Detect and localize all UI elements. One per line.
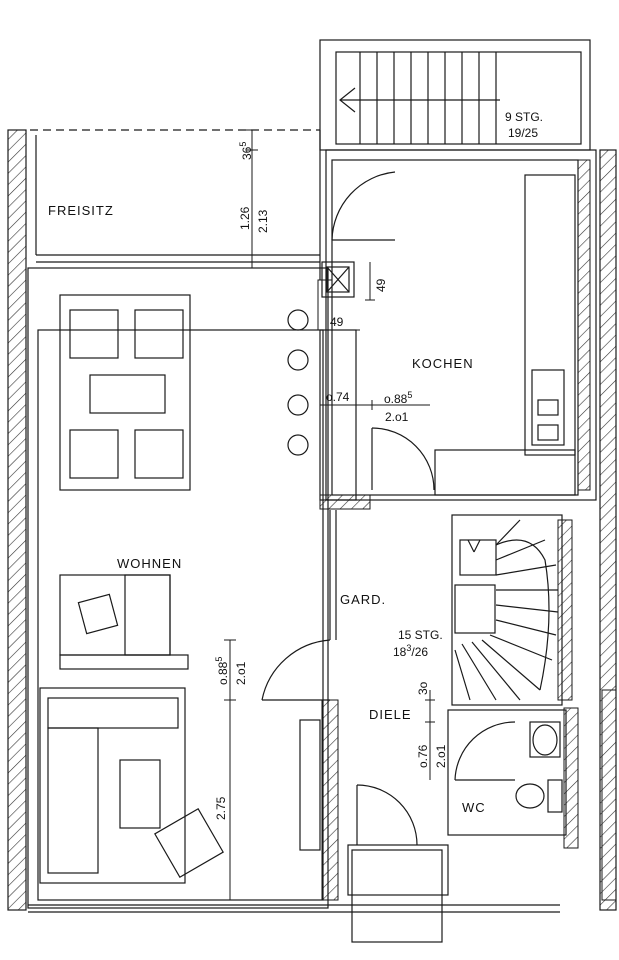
dim-088-left-value: o.88: [216, 661, 230, 685]
dim-49-vertical: 49: [374, 278, 388, 292]
dim-275: 2.75: [214, 796, 228, 820]
dim-36-sup: 5: [238, 141, 248, 147]
main-staircase: [451, 514, 563, 706]
main-stairs-ratio-b: /26: [411, 645, 429, 659]
dim-088-top: o.885: [384, 390, 412, 406]
main-stairs-count: 15 STG.: [398, 628, 443, 642]
wc-room: [447, 709, 567, 836]
dim-36: 365: [238, 142, 254, 160]
dim-088-top-value: o.88: [384, 392, 408, 406]
dim-213: 2.13: [256, 209, 270, 233]
bar-stools: [287, 309, 357, 501]
dining-table: [59, 294, 191, 491]
kitchen: [325, 149, 597, 501]
top-stairs-ratio: 19/25: [508, 126, 539, 140]
freisitz-area: [30, 129, 321, 280]
dim-201-wc: 2.o1: [434, 744, 448, 768]
top-staircase: [319, 39, 591, 151]
dim-088-left-sup: 5: [214, 656, 224, 662]
top-stairs-count: 9 STG.: [505, 110, 544, 124]
dimension-lines: [224, 129, 435, 900]
main-stairs-ratio-a: 18: [393, 645, 407, 659]
main-stairs-ratio: 183/26: [393, 643, 428, 659]
living-room: [27, 267, 560, 913]
dim-3o: 3o: [416, 681, 430, 695]
room-label-kochen: KOCHEN: [412, 356, 474, 371]
dim-49-horizontal: 49: [330, 315, 344, 329]
dim-074: o.74: [326, 390, 350, 404]
dim-126: 1.26: [238, 206, 252, 230]
room-label-diele: DIELE: [369, 707, 412, 722]
sofa: [39, 687, 224, 884]
dim-201-left: 2.o1: [234, 661, 248, 685]
dim-201-top: 2.o1: [385, 410, 409, 424]
room-label-freisitz: FREISITZ: [48, 203, 114, 218]
dim-076: o.76: [416, 744, 430, 768]
room-label-gard: GARD.: [340, 592, 387, 607]
dim-36-value: 36: [240, 146, 254, 160]
room-label-wc: WC: [462, 800, 486, 815]
sideboard: [59, 574, 189, 670]
dim-088-top-sup: 5: [407, 390, 413, 400]
hall: [261, 510, 449, 943]
room-label-wohnen: WOHNEN: [117, 556, 183, 571]
dim-088-left: o.885: [214, 657, 230, 685]
main-stairs-ratio-sup: 3: [406, 643, 412, 653]
chimney: [321, 261, 355, 298]
